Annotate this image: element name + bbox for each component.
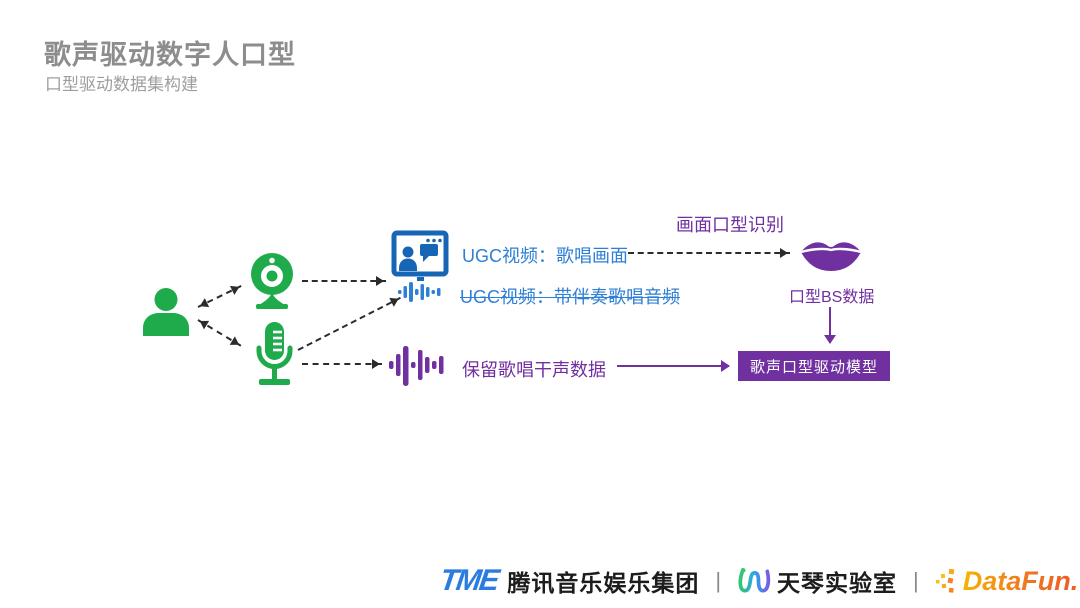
bs-data-label: 口型BS数据	[789, 289, 875, 306]
arrow-webcam-video	[302, 276, 386, 286]
person-icon	[140, 286, 192, 338]
tme-logo: TME	[437, 564, 500, 597]
arrow-person-microphone	[197, 319, 242, 347]
arrow-microphone-dryvoice	[302, 359, 382, 369]
dry-voice-label: 保留歌唱干声数据	[462, 360, 606, 380]
arrow-microphone-audio	[297, 296, 401, 351]
arrow-person-webcam	[197, 285, 242, 308]
arrow-video-lips	[628, 248, 790, 258]
tianqin-lab-name: 天琴实验室	[777, 570, 898, 596]
datafun-name: DataFun.	[962, 565, 1079, 596]
footer-divider: |	[913, 568, 919, 593]
datafun-logo-icon	[935, 568, 959, 594]
tianqin-logo-icon	[737, 562, 771, 600]
page-title: 歌声驱动数字人口型	[44, 40, 296, 70]
recognition-label: 画面口型识别	[676, 215, 784, 235]
ugc-video-label: UGC视频：歌唱画面	[462, 246, 628, 266]
webcam-icon	[249, 251, 295, 309]
lips-icon	[799, 236, 863, 276]
ugc-audio-label: UGC视频：带伴奏歌唱音频	[460, 287, 680, 307]
footer-divider: |	[715, 568, 722, 593]
page-subtitle: 口型驱动数据集构建	[45, 75, 198, 94]
model-box: 歌声口型驱动模型	[738, 351, 890, 381]
tme-company-name: 腾讯音乐娱乐集团	[507, 570, 700, 596]
arrow-bsdata-model	[824, 307, 836, 344]
audio-waveform-purple-icon	[389, 344, 445, 386]
microphone-icon	[252, 321, 296, 387]
video-window-icon	[391, 229, 449, 281]
footer: TME 腾讯音乐娱乐集团 | 天琴实验室 |	[437, 560, 1079, 602]
arrow-dryvoice-model	[617, 360, 730, 372]
